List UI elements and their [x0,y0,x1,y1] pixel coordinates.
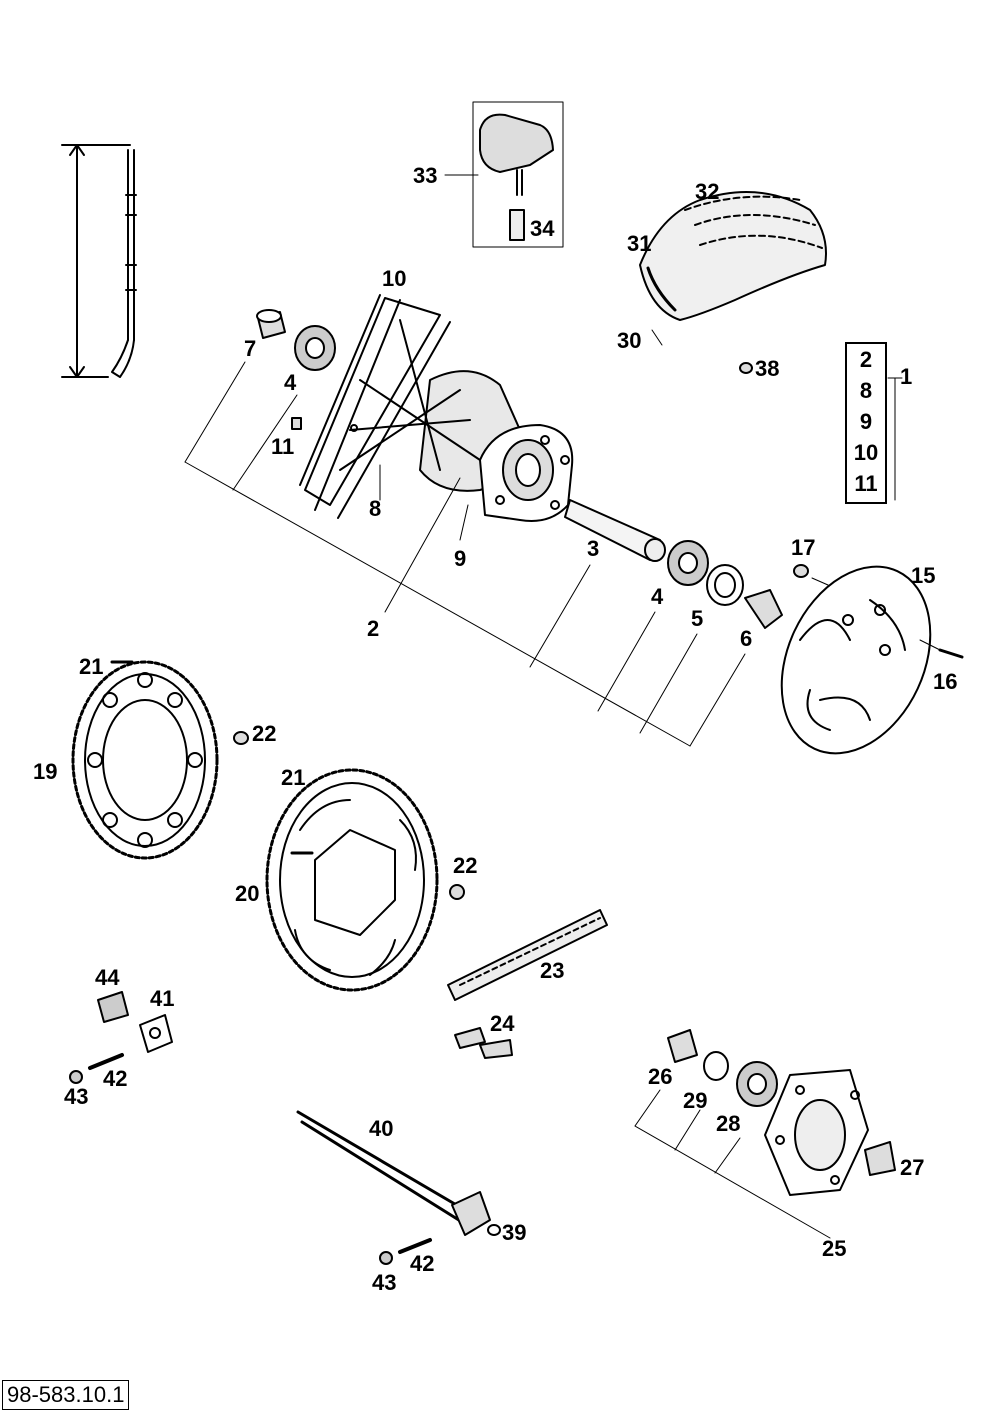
assembly-item[interactable]: 10 [853,440,879,465]
callout-24[interactable]: 24 [490,1011,515,1036]
callout-5[interactable]: 5 [691,606,704,631]
callout-30[interactable]: 30 [617,328,642,353]
callout-4-bottom[interactable]: 4 [651,584,664,609]
callout-9[interactable]: 9 [454,546,467,571]
callout-28[interactable]: 28 [716,1111,741,1136]
assembly-item[interactable]: 9 [859,409,873,434]
callout-4-top[interactable]: 4 [284,370,297,395]
chain-drawing [447,909,608,1059]
callout-23[interactable]: 23 [540,958,565,983]
callout-34[interactable]: 34 [530,216,555,241]
callout-10[interactable]: 10 [382,266,407,291]
callout-39[interactable]: 39 [502,1220,527,1245]
callout-11[interactable]: 11 [271,434,295,459]
callout-16[interactable]: 16 [933,669,958,694]
tyre-drawing [639,191,827,346]
callout-8[interactable]: 8 [369,496,382,521]
callout-22-right[interactable]: 22 [453,853,478,878]
callout-15[interactable]: 15 [911,563,936,588]
callout-25[interactable]: 25 [822,1236,847,1261]
callout-1[interactable]: 1 [900,364,913,389]
valve-cap-drawing [739,362,753,374]
callout-20[interactable]: 20 [235,881,260,906]
callout-38[interactable]: 38 [755,356,780,381]
assembly-item[interactable]: 2 [859,347,873,372]
callout-6[interactable]: 6 [740,626,753,651]
valve-parts-drawing [444,101,564,248]
callout-17[interactable]: 17 [791,535,816,560]
callout-41[interactable]: 41 [150,986,175,1011]
sprocket-hub-drawing [479,424,574,522]
sprocket-20-drawing [265,768,465,992]
callout-33[interactable]: 33 [413,163,438,188]
leader-lines [184,361,941,1239]
callout-21-left[interactable]: 21 [79,654,104,679]
callout-3[interactable]: 3 [587,536,600,561]
callout-44[interactable]: 44 [95,965,120,990]
callout-22-left[interactable]: 22 [252,721,277,746]
callout-26[interactable]: 26 [648,1064,673,1089]
callout-42-bottom[interactable]: 42 [410,1251,435,1276]
axle-drawing [296,1110,501,1265]
document-number: 98-583.10.1 [2,1380,130,1410]
axle-components-drawing [564,499,783,629]
callout-42-left[interactable]: 42 [103,1066,128,1091]
callout-19[interactable]: 19 [33,759,58,784]
callout-7[interactable]: 7 [244,336,257,361]
callout-43-bottom[interactable]: 43 [372,1270,397,1295]
callout-2[interactable]: 2 [367,616,380,641]
sleeve-bearing-drawing [256,309,336,430]
brake-disc-drawing [780,564,964,755]
sprocket-19-drawing [71,660,249,860]
callout-32[interactable]: 32 [695,179,720,204]
rim-drawing [299,294,451,519]
callout-31[interactable]: 31 [627,231,652,256]
spoke-dimension-drawing [61,144,137,378]
callout-43-left[interactable]: 43 [64,1084,89,1109]
chain-adjuster-drawing [69,991,173,1084]
callout-27[interactable]: 27 [900,1155,925,1180]
assembly-contents-box: 2 8 9 10 11 [845,342,887,504]
assembly-item[interactable]: 11 [854,471,878,496]
callout-21-right[interactable]: 21 [281,765,306,790]
assembly-item[interactable]: 8 [859,378,873,403]
cush-drive-drawing [667,1029,896,1196]
callout-40[interactable]: 40 [369,1116,394,1141]
callout-29[interactable]: 29 [683,1088,708,1113]
